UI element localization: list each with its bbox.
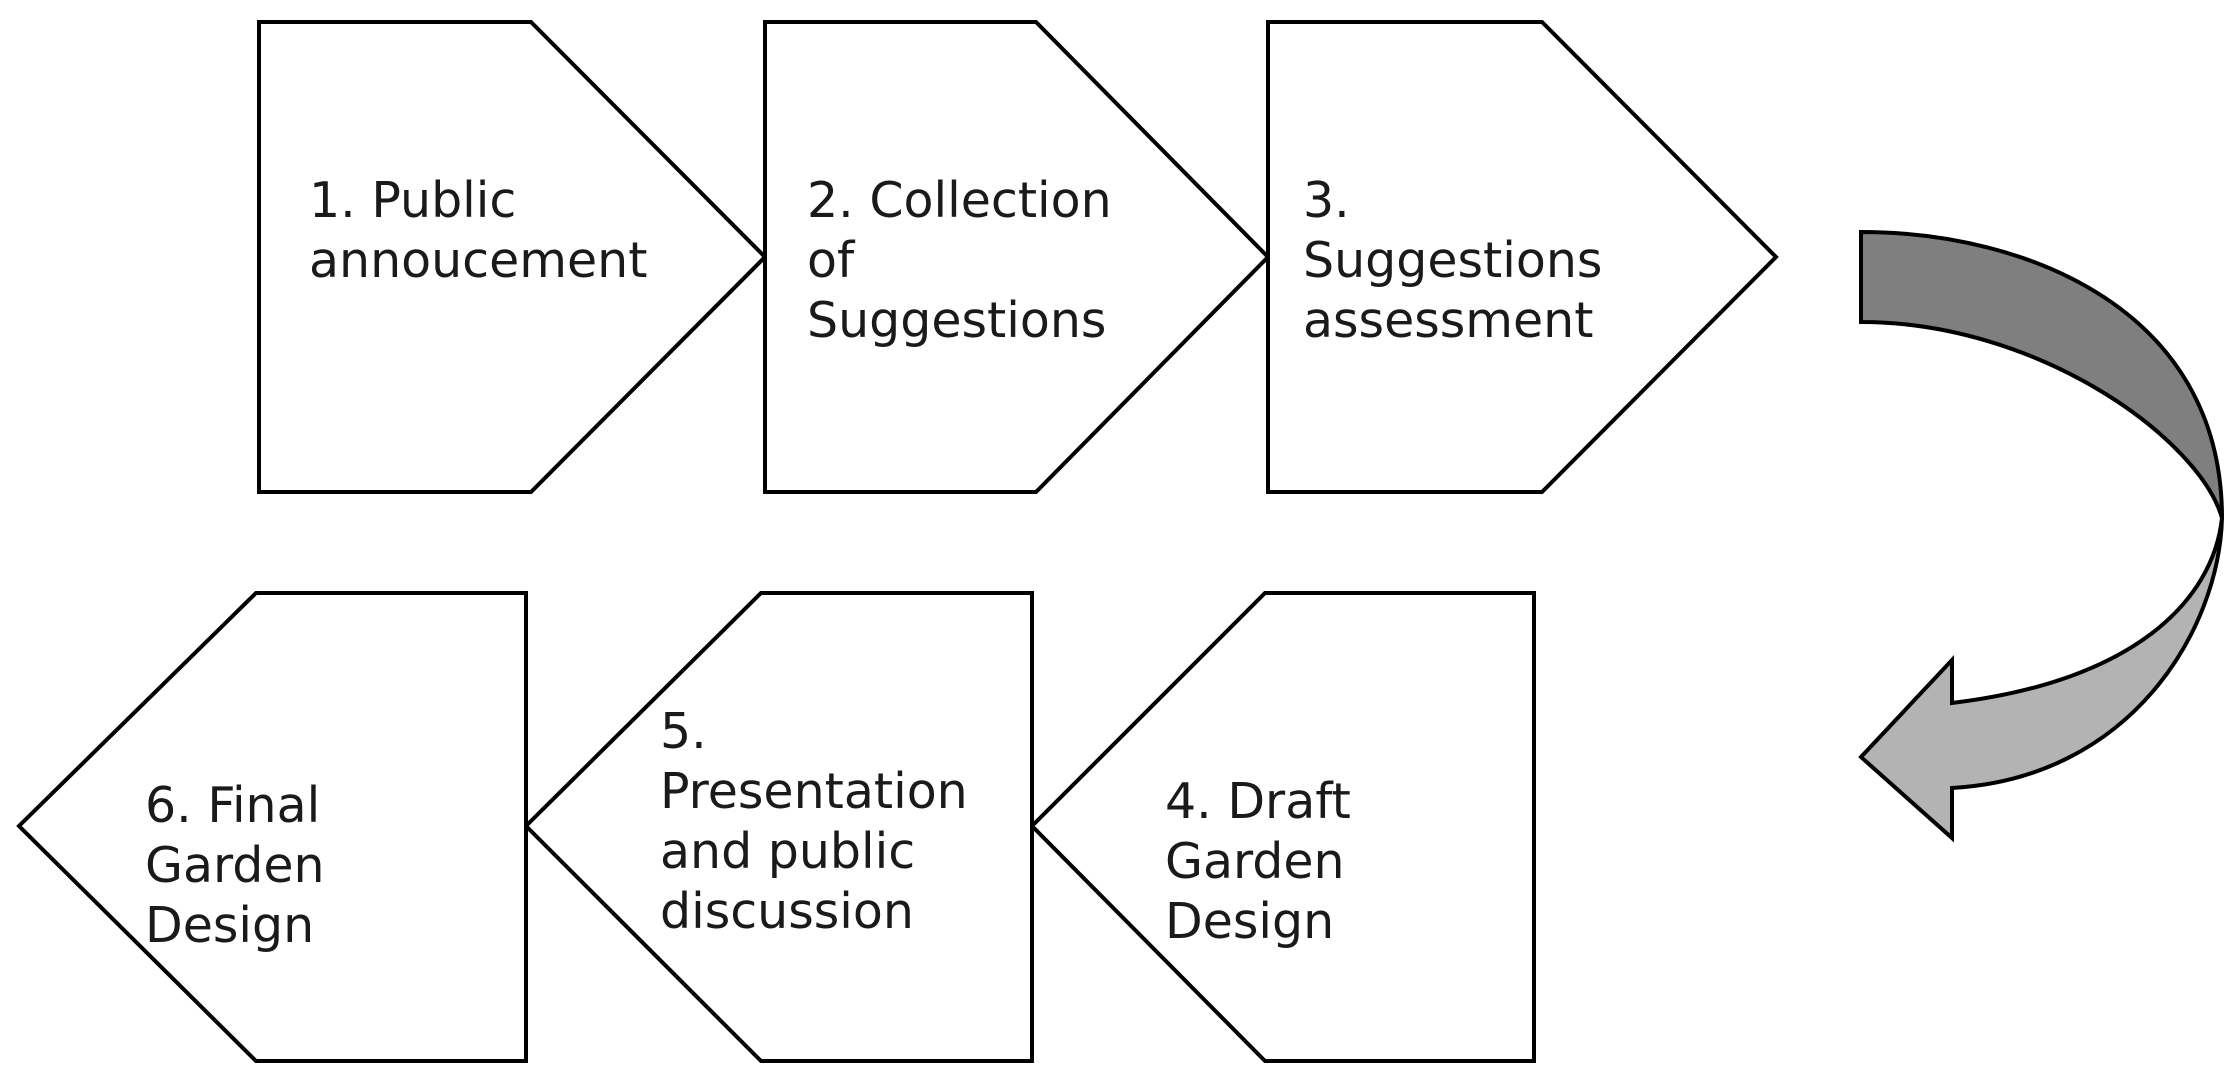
step-4: 4. Draft Garden Design <box>1029 591 1536 1063</box>
curved-arrow-icon <box>1858 229 2224 843</box>
step-3-shape <box>1266 20 1779 494</box>
step-1-label: 1. Public annoucement <box>309 172 647 289</box>
step-5: 5. Presentation and public discussion <box>523 591 1034 1063</box>
step-5-shape <box>523 591 1034 1063</box>
step-4-label: 4. Draft Garden Design <box>1165 773 1366 950</box>
curved-arrow-band-lower <box>1858 517 2224 843</box>
step-6-shape <box>16 591 528 1063</box>
step-1: 1. Public annoucement <box>257 20 768 494</box>
step-1-shape <box>257 20 768 494</box>
step-5-label: 5. Presentation and public discussion <box>660 703 983 940</box>
step-3-label: 3. Suggestions assessment <box>1303 172 1618 349</box>
step-2-shape <box>763 20 1271 494</box>
step-6-label: 6. Final Garden Design <box>145 777 340 954</box>
curved-arrow-band-upper <box>1859 229 2224 519</box>
step-2-label: 2. Collection of Suggestions <box>807 172 1127 349</box>
step-6: 6. Final Garden Design <box>16 591 528 1063</box>
step-4-shape <box>1029 591 1536 1063</box>
step-3: 3. Suggestions assessment <box>1266 20 1779 494</box>
step-2: 2. Collection of Suggestions <box>763 20 1271 494</box>
